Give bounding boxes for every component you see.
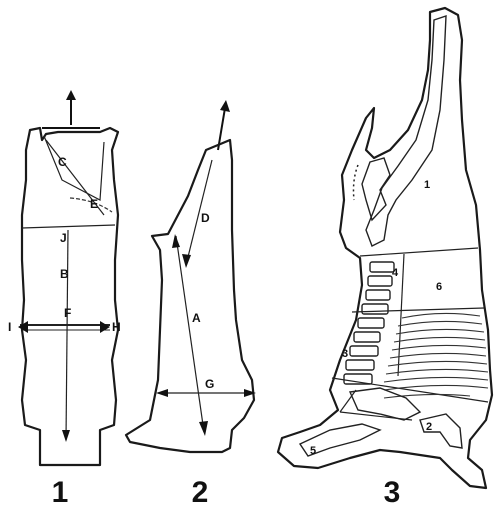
pelvis-bone [362,158,390,220]
label-h: H [112,320,121,334]
figure-number-3: 3 [384,476,401,506]
shoulder-bone [350,388,420,420]
figure-3-cut-segments: 1 4 6 3 2 5 3 [278,8,492,506]
segment-label-4: 4 [392,267,399,279]
spine-vertebrae [344,262,394,384]
divider-2 [398,254,404,376]
carcass-outline-2 [126,140,254,452]
figure-1-front-view: C E J B F I H 1 [8,90,121,506]
d-arrowhead [182,254,191,268]
figure-number-1: 1 [52,476,69,506]
figure-2-side-view: D A G 2 [126,100,256,506]
label-c: C [58,155,67,169]
b-axis [66,230,68,440]
label-f: F [64,306,71,320]
carcass-outline-3 [278,8,492,488]
h-arrowhead [100,321,110,333]
c-wedge [44,136,104,200]
segment-label-5: 5 [310,445,316,457]
neck-vertebrae [354,165,359,200]
a-line [176,236,204,432]
ribs [384,313,488,398]
label-e: E [90,197,98,211]
hook-arrowhead-2 [220,100,230,112]
b-axis-arrowhead [62,430,70,442]
label-a: A [192,311,201,325]
divider-1 [360,248,478,256]
label-d: D [201,211,210,225]
hook-arrowhead-1 [66,90,76,100]
figure-number-2: 2 [192,476,209,506]
g-arrowhead-left [156,389,168,397]
divider-3 [352,308,484,312]
a-arrowhead-bottom [199,421,208,436]
label-j: J [60,231,67,245]
j-line [22,225,115,228]
label-i: I [8,320,11,334]
carcass-outline-1 [22,128,118,465]
segment-label-3: 3 [342,348,348,360]
segment-label-2: 2 [426,421,432,433]
label-b: B [60,267,69,281]
segment-label-6: 6 [436,281,442,293]
segment-label-1: 1 [424,179,430,191]
label-g: G [205,377,214,391]
